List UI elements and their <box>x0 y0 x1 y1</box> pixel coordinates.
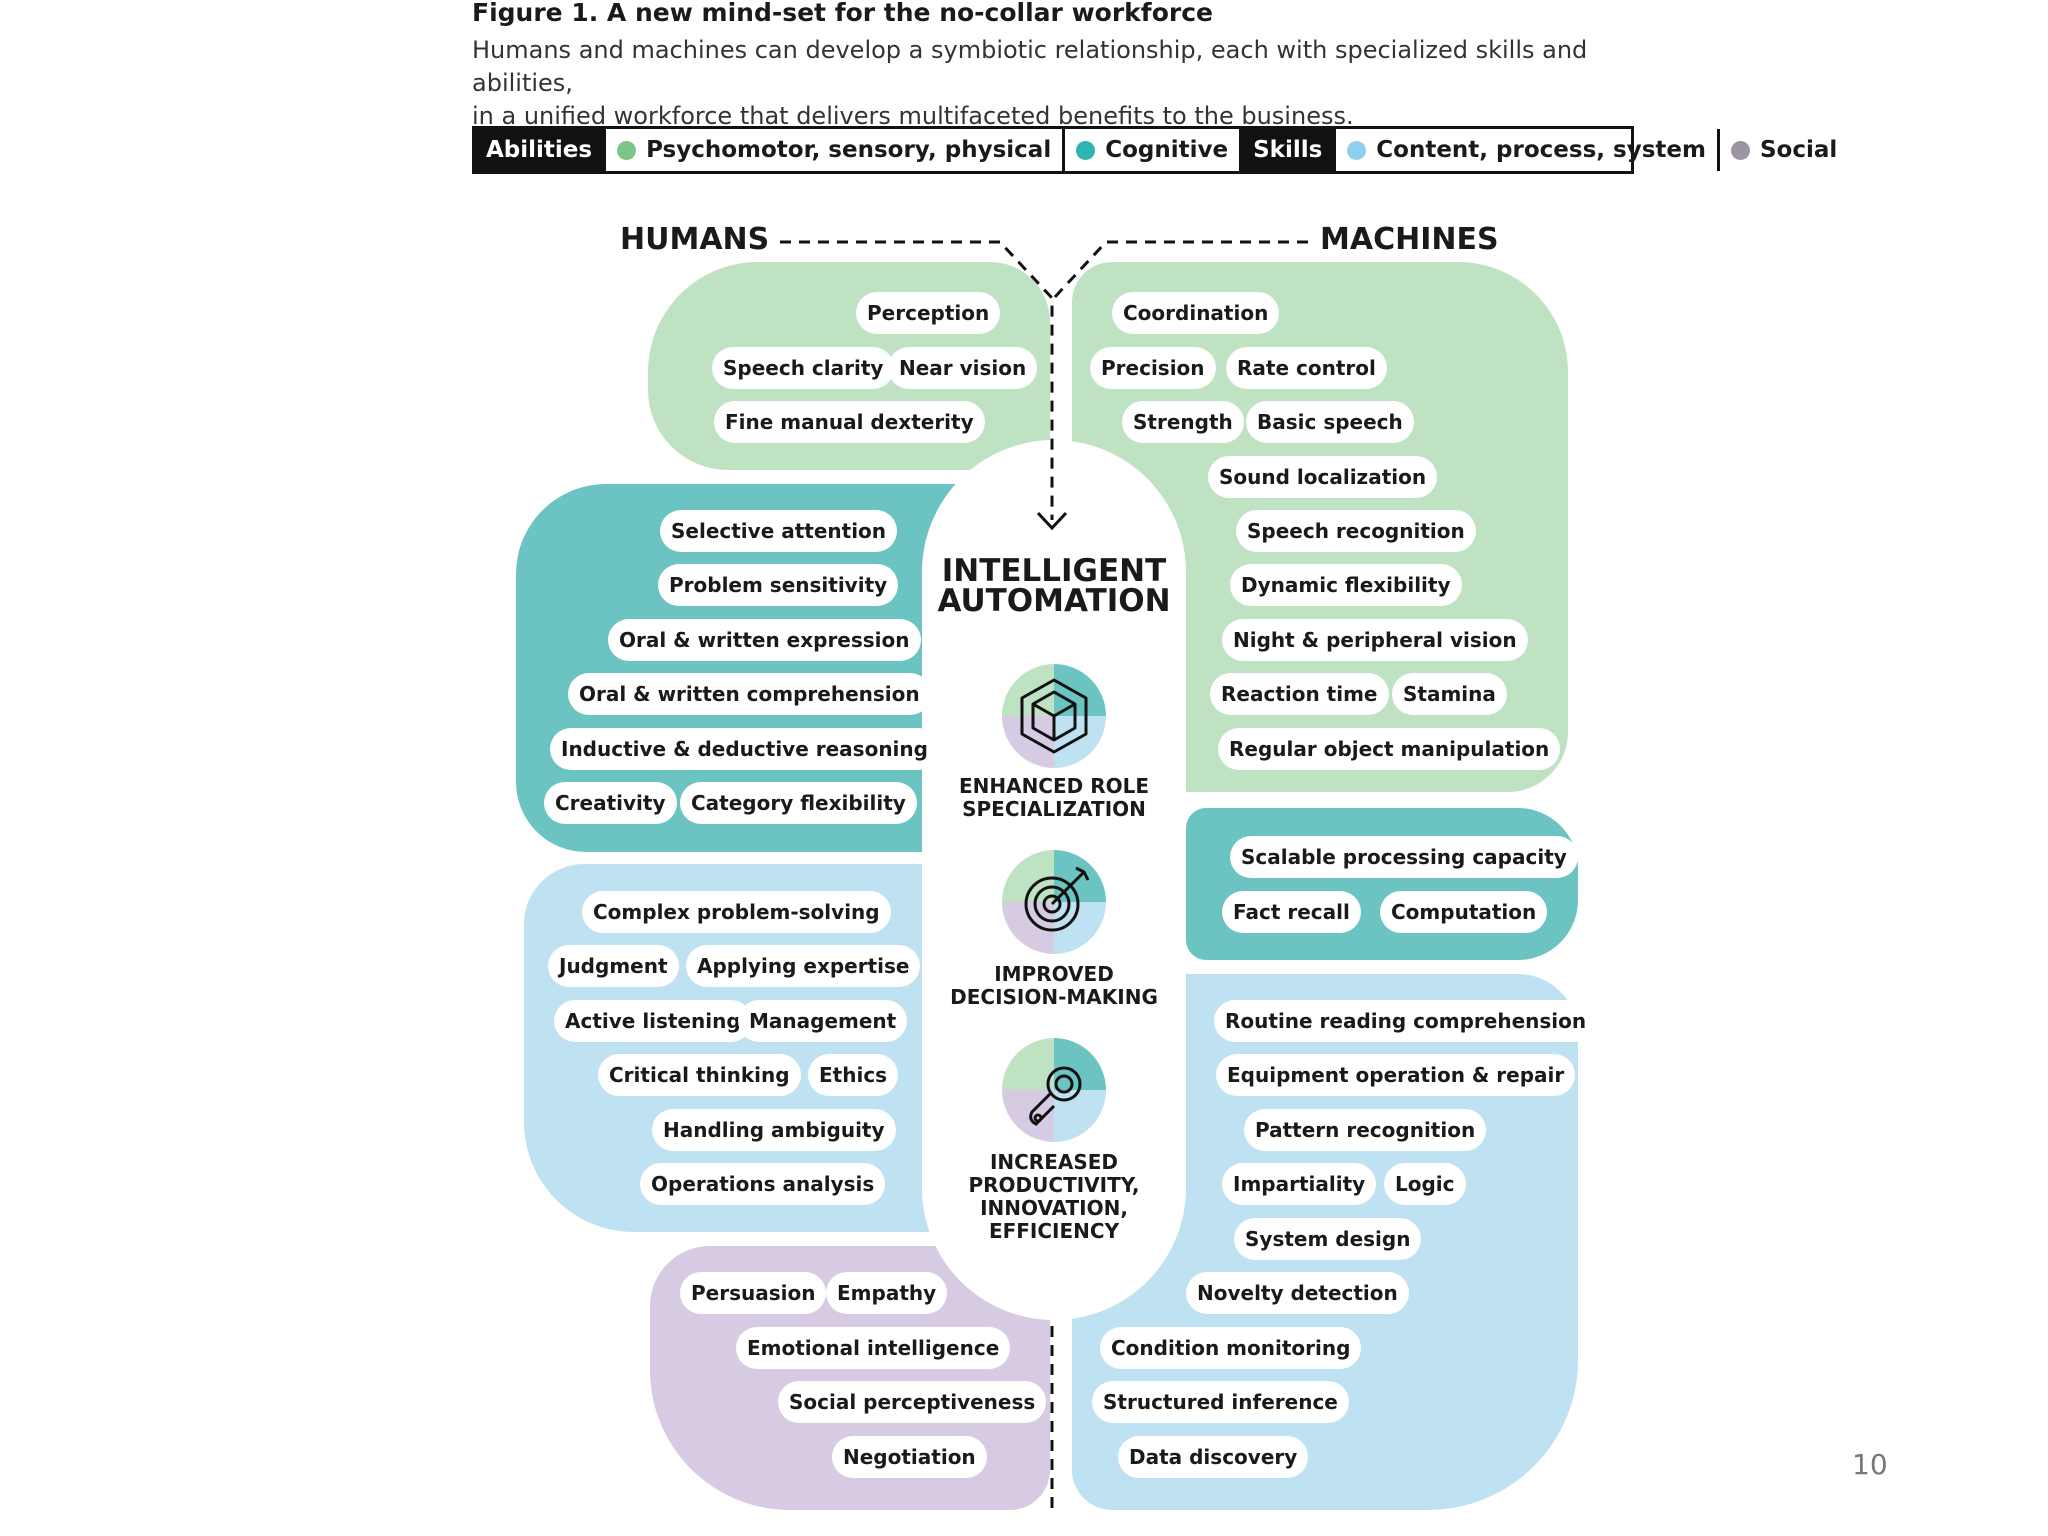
center-title-line-1: INTELLIGENT <box>906 556 1202 586</box>
benefit-2-line-2: DECISION-MAKING <box>906 986 1202 1009</box>
pill-basic-speech: Basic speech <box>1246 401 1414 443</box>
benefit-1-line-1: ENHANCED ROLE <box>906 775 1202 798</box>
pill-night-peripheral-vision: Night & peripheral vision <box>1222 619 1528 661</box>
pill-fine-manual-dexterity: Fine manual dexterity <box>714 401 985 443</box>
humans-header: HUMANS <box>620 222 769 257</box>
target-icon <box>1002 850 1106 954</box>
pill-problem-sensitivity: Problem sensitivity <box>658 564 898 606</box>
pill-novelty-detection: Novelty detection <box>1186 1272 1409 1314</box>
benefit-label-productivity: INCREASED PRODUCTIVITY, INNOVATION, EFFI… <box>906 1151 1202 1243</box>
pill-regular-object-manipulation: Regular object manipulation <box>1218 728 1560 770</box>
benefit-2-line-1: IMPROVED <box>906 963 1202 986</box>
benefit-3-line-3: INNOVATION, <box>906 1197 1202 1220</box>
gear-wrench-icon <box>1002 1038 1106 1142</box>
pill-judgment: Judgment <box>548 945 679 987</box>
pill-near-vision: Near vision <box>888 347 1037 389</box>
pill-reaction-time: Reaction time <box>1210 673 1389 715</box>
pill-selective-attention: Selective attention <box>660 510 897 552</box>
pill-computation: Computation <box>1380 891 1547 933</box>
pill-routine-reading-comprehension: Routine reading comprehension <box>1214 1000 1597 1042</box>
pill-oral-written-expression: Oral & written expression <box>608 619 921 661</box>
pill-oral-written-comprehension: Oral & written comprehension <box>568 673 931 715</box>
pill-handling-ambiguity: Handling ambiguity <box>652 1109 896 1151</box>
pill-speech-clarity: Speech clarity <box>712 347 894 389</box>
pill-logic: Logic <box>1384 1163 1466 1205</box>
pill-category-flexibility: Category flexibility <box>680 782 917 824</box>
pill-pattern-recognition: Pattern recognition <box>1244 1109 1486 1151</box>
pill-rate-control: Rate control <box>1226 347 1387 389</box>
pill-management: Management <box>738 1000 907 1042</box>
pill-critical-thinking: Critical thinking <box>598 1054 801 1096</box>
pill-system-design: System design <box>1234 1218 1421 1260</box>
pill-impartiality: Impartiality <box>1222 1163 1376 1205</box>
machines-header: MACHINES <box>1320 222 1499 257</box>
benefit-1-line-2: SPECIALIZATION <box>906 798 1202 821</box>
pill-emotional-intelligence: Emotional intelligence <box>736 1327 1010 1369</box>
pill-fact-recall: Fact recall <box>1222 891 1361 933</box>
pill-data-discovery: Data discovery <box>1118 1436 1308 1478</box>
pill-empathy: Empathy <box>826 1272 947 1314</box>
pill-dynamic-flexibility: Dynamic flexibility <box>1230 564 1462 606</box>
pill-persuasion: Persuasion <box>680 1272 826 1314</box>
pill-structured-inference: Structured inference <box>1092 1381 1349 1423</box>
pill-condition-monitoring: Condition monitoring <box>1100 1327 1361 1369</box>
cube-icon <box>1002 664 1106 768</box>
pill-sound-localization: Sound localization <box>1208 456 1437 498</box>
pill-scalable-processing-capacity: Scalable processing capacity <box>1230 836 1578 878</box>
pill-precision: Precision <box>1090 347 1216 389</box>
pill-speech-recognition: Speech recognition <box>1236 510 1476 552</box>
pill-creativity: Creativity <box>544 782 677 824</box>
pill-active-listening: Active listening <box>554 1000 752 1042</box>
center-title: INTELLIGENT AUTOMATION <box>906 556 1202 616</box>
benefit-label-decision: IMPROVED DECISION-MAKING <box>906 963 1202 1009</box>
center-title-line-2: AUTOMATION <box>906 586 1202 616</box>
benefit-3-line-1: INCREASED <box>906 1151 1202 1174</box>
benefit-3-line-4: EFFICIENCY <box>906 1220 1202 1243</box>
pill-equipment-operation-repair: Equipment operation & repair <box>1216 1054 1575 1096</box>
pill-operations-analysis: Operations analysis <box>640 1163 885 1205</box>
pill-inductive-deductive-reasoning: Inductive & deductive reasoning <box>550 728 939 770</box>
pill-stamina: Stamina <box>1392 673 1507 715</box>
pill-social-perceptiveness: Social perceptiveness <box>778 1381 1046 1423</box>
pill-perception: Perception <box>856 292 1000 334</box>
benefit-3-line-2: PRODUCTIVITY, <box>906 1174 1202 1197</box>
benefit-label-specialization: ENHANCED ROLE SPECIALIZATION <box>906 775 1202 821</box>
pill-strength: Strength <box>1122 401 1244 443</box>
pill-ethics: Ethics <box>808 1054 898 1096</box>
pill-negotiation: Negotiation <box>832 1436 987 1478</box>
pill-complex-problem-solving: Complex problem-solving <box>582 891 891 933</box>
pill-applying-expertise: Applying expertise <box>686 945 920 987</box>
page-number: 10 <box>1852 1448 1888 1481</box>
pill-coordination: Coordination <box>1112 292 1279 334</box>
